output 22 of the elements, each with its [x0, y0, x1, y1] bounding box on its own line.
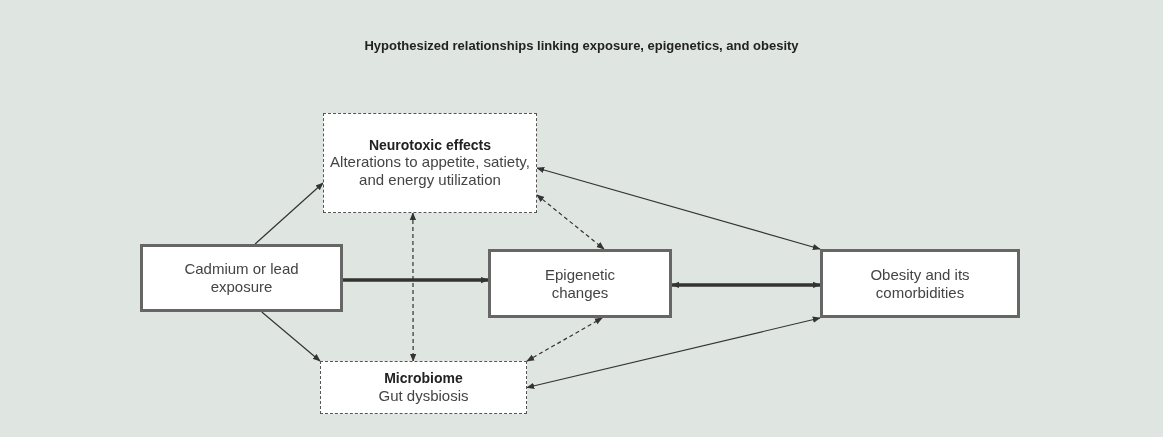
- arrow: [526, 317, 603, 362]
- arrow: [536, 194, 605, 250]
- box-text: Obesity and its comorbidities: [869, 265, 971, 302]
- diagram-title: Hypothesized relationships linking exposure, epigenetics, and obesity: [363, 37, 800, 55]
- process-box: [140, 244, 343, 312]
- box-heading: Microbiome: [384, 370, 463, 387]
- process-box: [320, 361, 527, 414]
- box-text: Gut dysbiosis: [378, 386, 469, 405]
- box-text: Alterations to appetite, satiety, and energy utilization: [329, 153, 531, 190]
- box-heading: Neurotoxic effects: [368, 136, 492, 154]
- arrow: [254, 182, 324, 245]
- box-text: Epigenetic changes: [543, 265, 617, 302]
- arrow: [409, 212, 417, 362]
- process-box: [820, 249, 1020, 318]
- arrow: [526, 316, 821, 389]
- process-box: [323, 113, 537, 213]
- arrow: [536, 166, 821, 251]
- arrow: [671, 281, 821, 289]
- arrow: [261, 311, 321, 362]
- process-box: [488, 249, 672, 318]
- box-text: Cadmium or lead exposure: [183, 260, 300, 296]
- arrow: [343, 276, 489, 284]
